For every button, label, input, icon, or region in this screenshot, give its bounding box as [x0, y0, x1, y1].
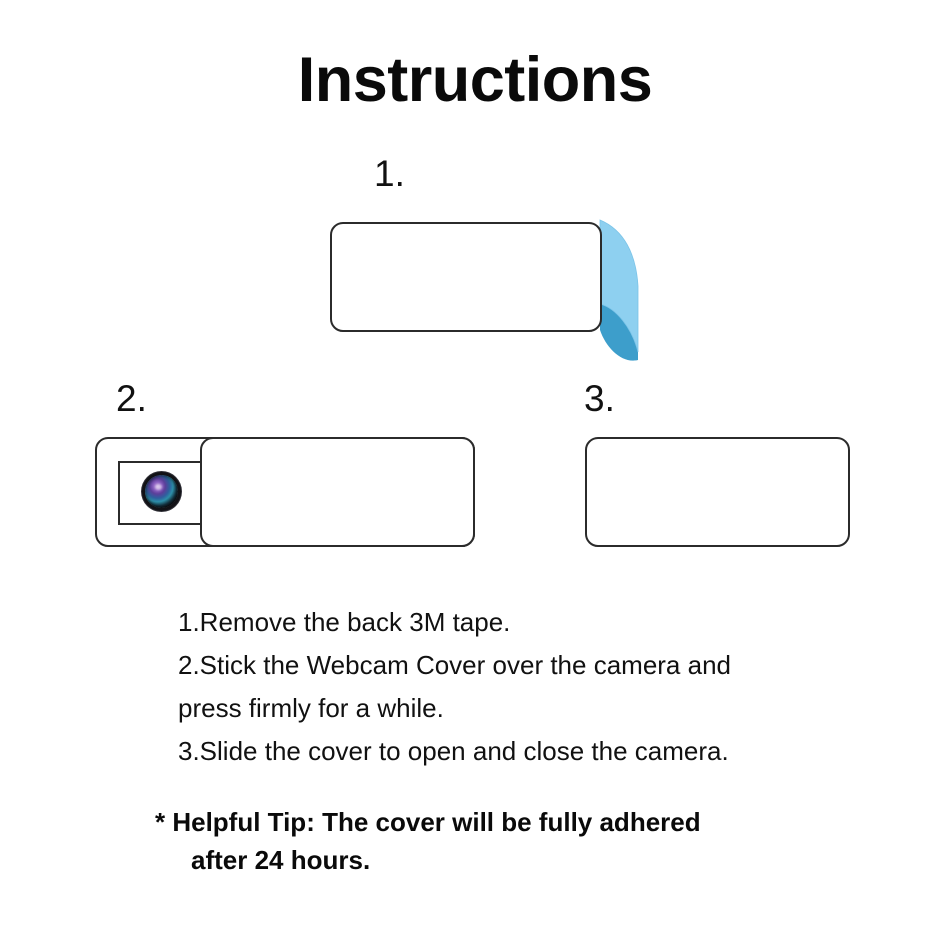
cover-body-step-3	[585, 437, 850, 547]
camera-lens-icon	[145, 475, 178, 508]
helpful-tip-line-1: * Helpful Tip: The cover will be fully a…	[155, 807, 701, 837]
helpful-tip: * Helpful Tip: The cover will be fully a…	[155, 803, 915, 879]
helpful-tip-line-2: after 24 hours.	[191, 845, 371, 875]
instruction-list: 1.Remove the back 3M tape. 2.Stick the W…	[178, 601, 878, 773]
step-1-number: 1.	[374, 153, 405, 194]
instruction-line-2: 2.Stick the Webcam Cover over the camera…	[178, 650, 731, 680]
cover-body-step-1	[330, 222, 602, 332]
instruction-line-1: 1.Remove the back 3M tape.	[178, 607, 511, 637]
page-title: Instructions	[297, 45, 653, 115]
tape-flap-icon	[599, 219, 639, 361]
instruction-line-2-continued: press firmly for a while.	[178, 693, 444, 723]
step-2-number: 2.	[116, 378, 147, 419]
step-3-number: 3.	[584, 378, 615, 419]
instruction-line-3: 3.Slide the cover to open and close the …	[178, 736, 729, 766]
sliding-shutter-panel	[200, 437, 475, 547]
